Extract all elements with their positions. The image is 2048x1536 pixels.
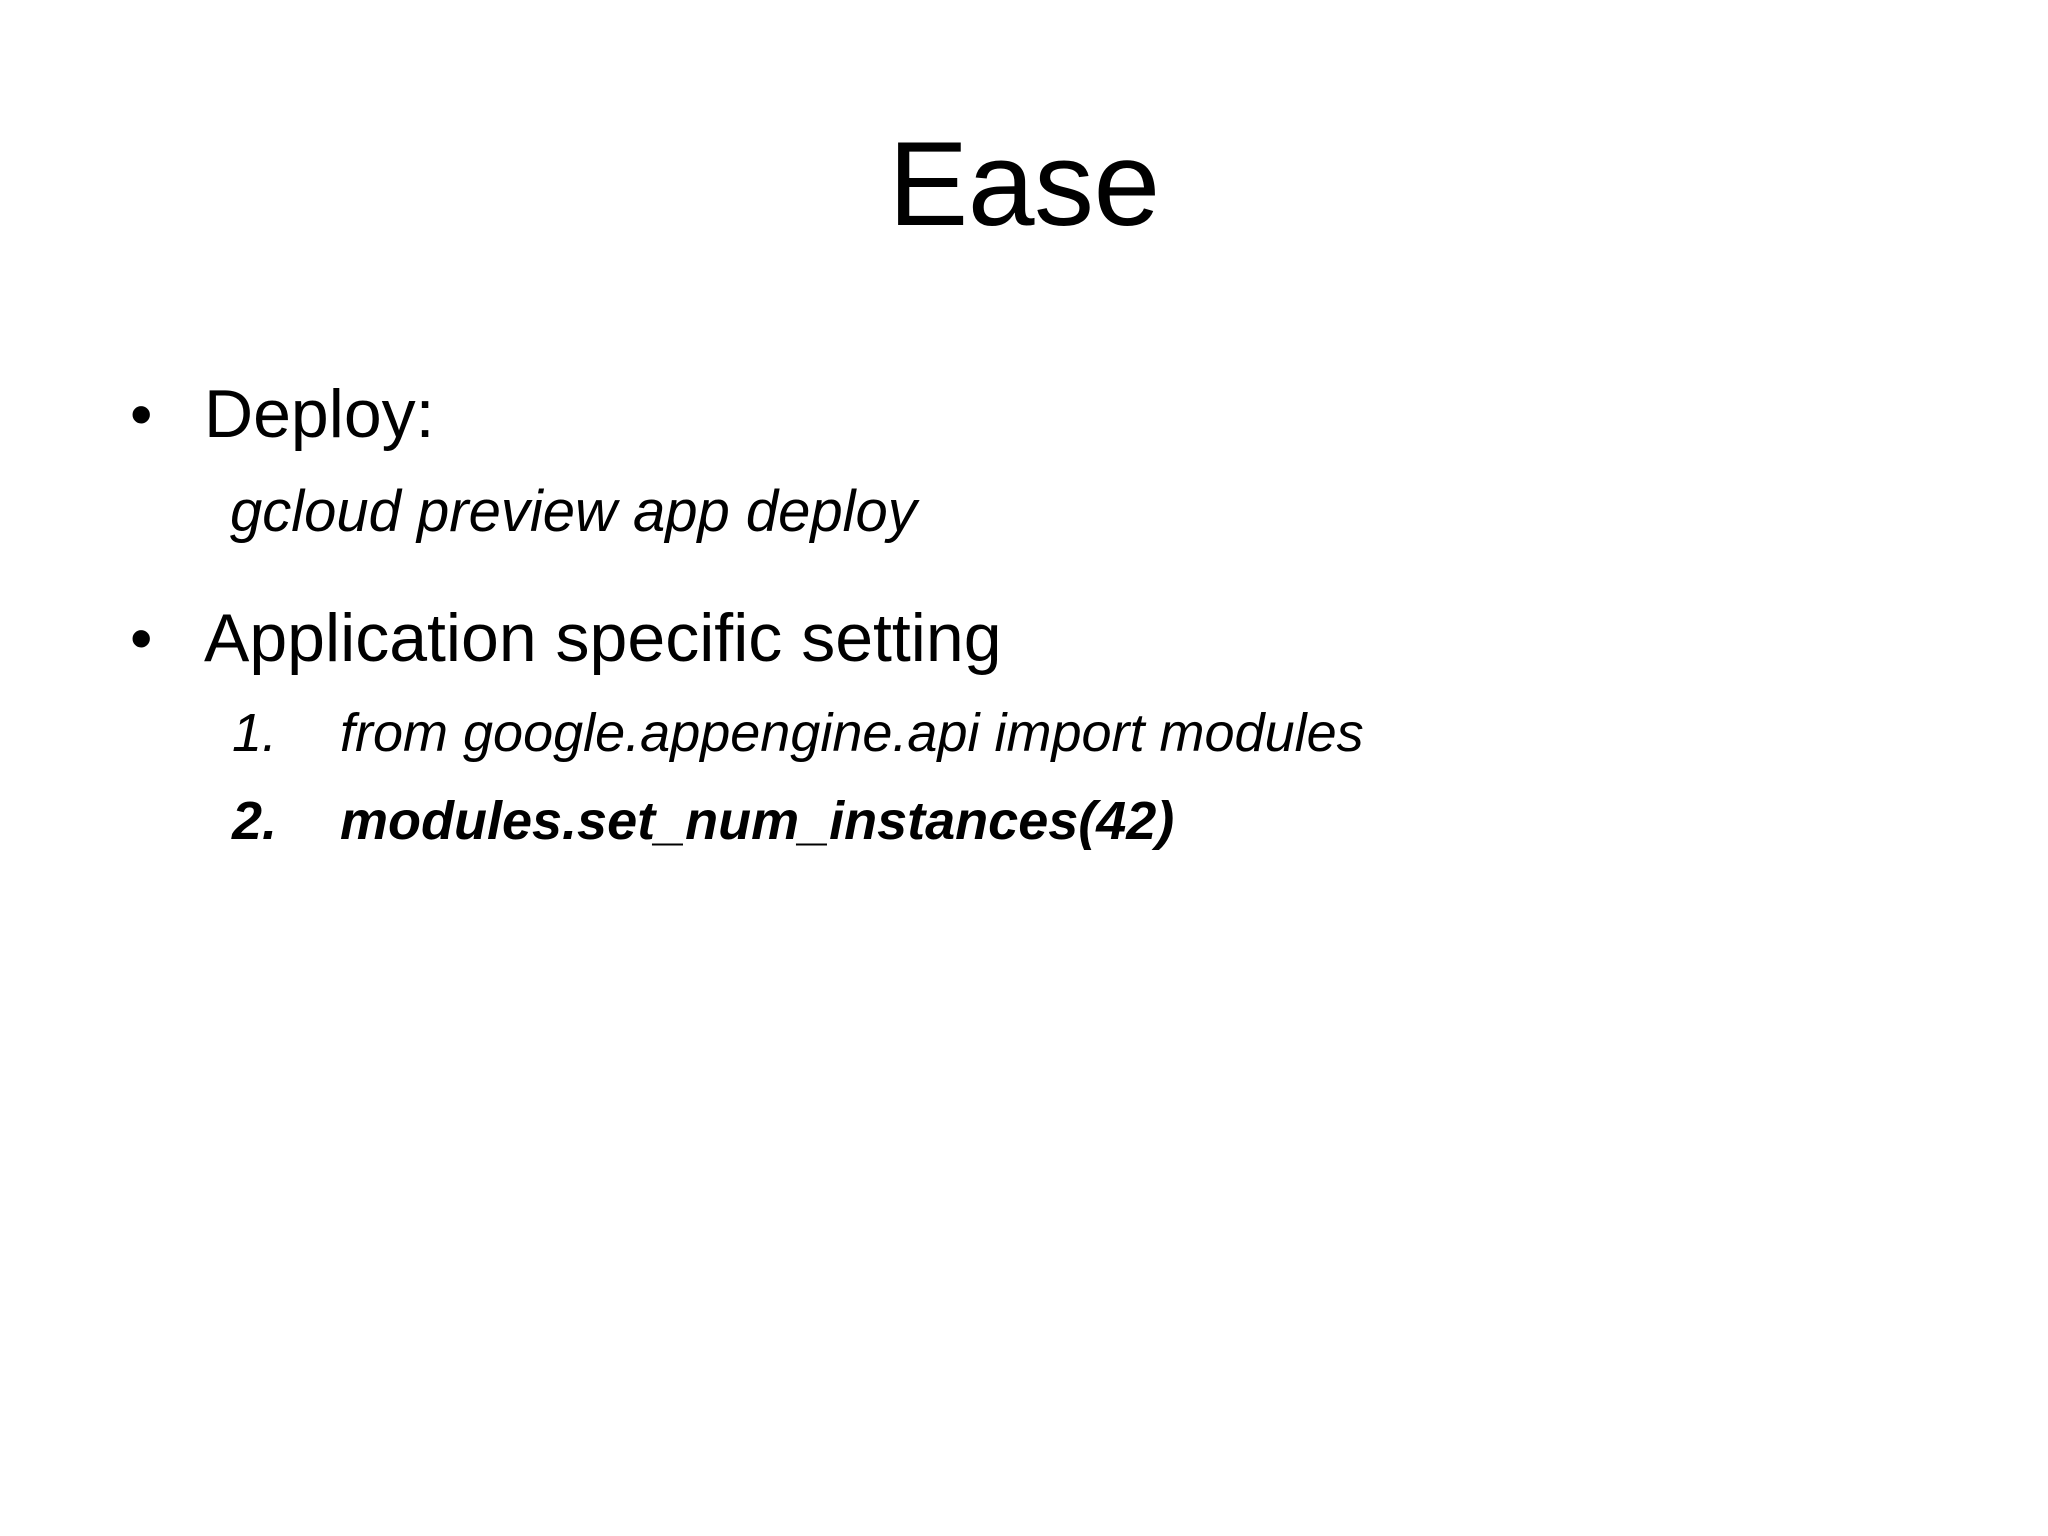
code-line-import-modules: from google.appengine.api import modules: [340, 703, 1364, 763]
bullet-point-icon: •: [130, 602, 153, 674]
list-number-2: 2.: [232, 791, 278, 851]
block-spacer: [120, 566, 1980, 592]
list-number-1: 1.: [232, 703, 278, 763]
numbered-item-1: 1. from google.appengine.api import modu…: [120, 694, 1980, 772]
bullet-item-application-setting: • Application specific setting: [120, 592, 1980, 684]
page-title: Ease: [888, 117, 1160, 251]
bullet-item-deploy: • Deploy:: [120, 368, 1980, 460]
slide-body: • Deploy: gcloud preview app deploy • Ap…: [120, 368, 1980, 866]
command-line-gcloud-deploy: gcloud preview app deploy: [230, 479, 917, 544]
bullet-label-application-setting: Application specific setting: [204, 600, 1002, 676]
bullet-label-deploy: Deploy:: [204, 376, 435, 452]
numbered-item-2: 2. modules.set_num_instances(42): [120, 782, 1980, 860]
code-line-set-num-instances: modules.set_num_instances(42): [340, 791, 1175, 851]
bullet-point-icon: •: [130, 378, 153, 450]
